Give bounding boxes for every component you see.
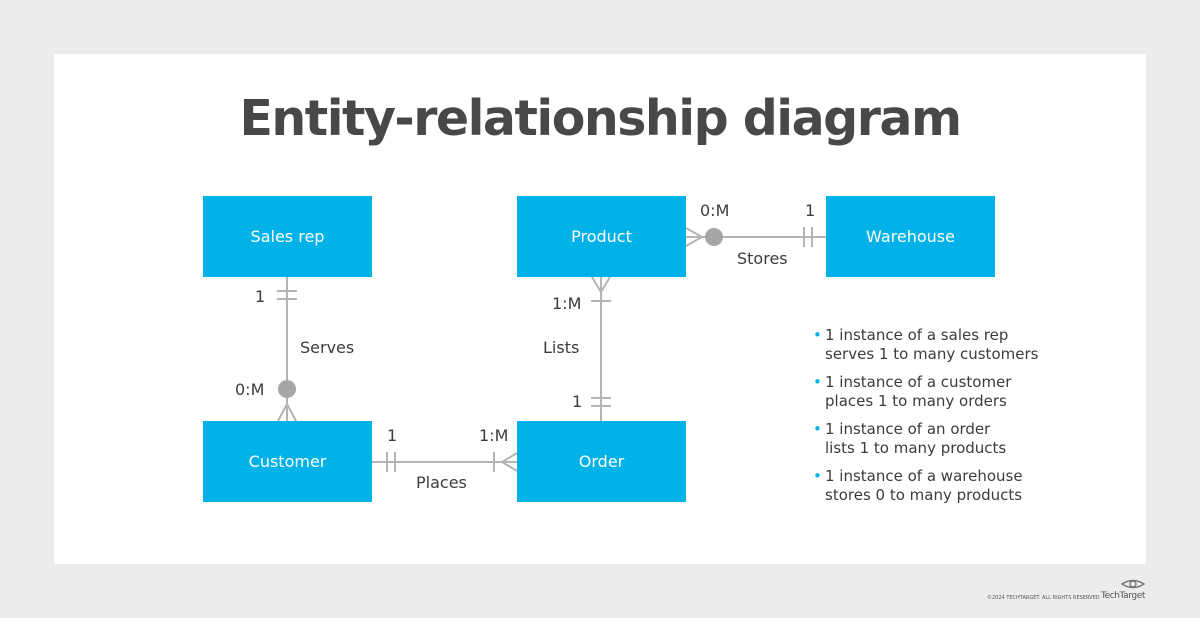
note-line: 1 instance of a customer [825, 373, 1012, 391]
bullet-icon: • [813, 326, 822, 344]
note-item: • 1 instance of a warehouse stores 0 to … [813, 467, 1055, 505]
stores-cardinality-left: 0:M [700, 201, 730, 220]
note-line: places 1 to many orders [825, 392, 1007, 410]
places-label: Places [416, 473, 467, 492]
bullet-icon: • [813, 420, 822, 438]
entity-sales-rep: Sales rep [203, 196, 372, 277]
lists-label: Lists [543, 338, 580, 357]
places-crowfoot [500, 452, 518, 472]
note-line: 1 instance of a sales rep [825, 326, 1009, 344]
note-item: • 1 instance of a sales rep serves 1 to … [813, 326, 1055, 364]
serves-crowfoot [277, 401, 297, 422]
lists-cardinality-bottom: 1 [572, 392, 583, 411]
bullet-icon: • [813, 467, 822, 485]
techtarget-eye-icon [1120, 579, 1146, 589]
note-line: 1 instance of an order [825, 420, 991, 438]
serves-cardinality-bottom: 0:M [235, 380, 265, 399]
entity-warehouse: Warehouse [826, 196, 995, 277]
page-title: Entity-relationship diagram [239, 90, 962, 147]
lists-crowfoot [591, 276, 611, 294]
serves-cardinality-top: 1 [255, 287, 266, 306]
note-item: • 1 instance of an order lists 1 to many… [813, 420, 1055, 458]
entity-order: Order [517, 421, 686, 502]
serves-label: Serves [300, 338, 355, 357]
places-cardinality-right: 1:M [479, 426, 509, 445]
entity-customer: Customer [203, 421, 372, 502]
copyright-text: ©2024 TECHTARGET. ALL RIGHTS RESERVED [987, 595, 1100, 601]
stores-optional-circle [705, 228, 723, 246]
places-cardinality-left: 1 [387, 426, 398, 445]
notes-list: • 1 instance of a sales rep serves 1 to … [813, 326, 1055, 514]
brand-logo: TechTarget [1101, 591, 1146, 601]
serves-optional-circle [278, 380, 296, 398]
stores-label: Stores [737, 249, 788, 268]
note-line: serves 1 to many customers [825, 345, 1039, 363]
note-line: 1 instance of a warehouse [825, 467, 1023, 485]
bullet-icon: • [813, 373, 822, 391]
stores-crowfoot [685, 227, 705, 247]
note-line: lists 1 to many products [825, 439, 1007, 457]
note-line: stores 0 to many products [825, 486, 1023, 504]
stores-cardinality-right: 1 [805, 201, 816, 220]
entity-product: Product [517, 196, 686, 277]
note-item: • 1 instance of a customer places 1 to m… [813, 373, 1055, 411]
lists-cardinality-top: 1:M [552, 294, 582, 313]
